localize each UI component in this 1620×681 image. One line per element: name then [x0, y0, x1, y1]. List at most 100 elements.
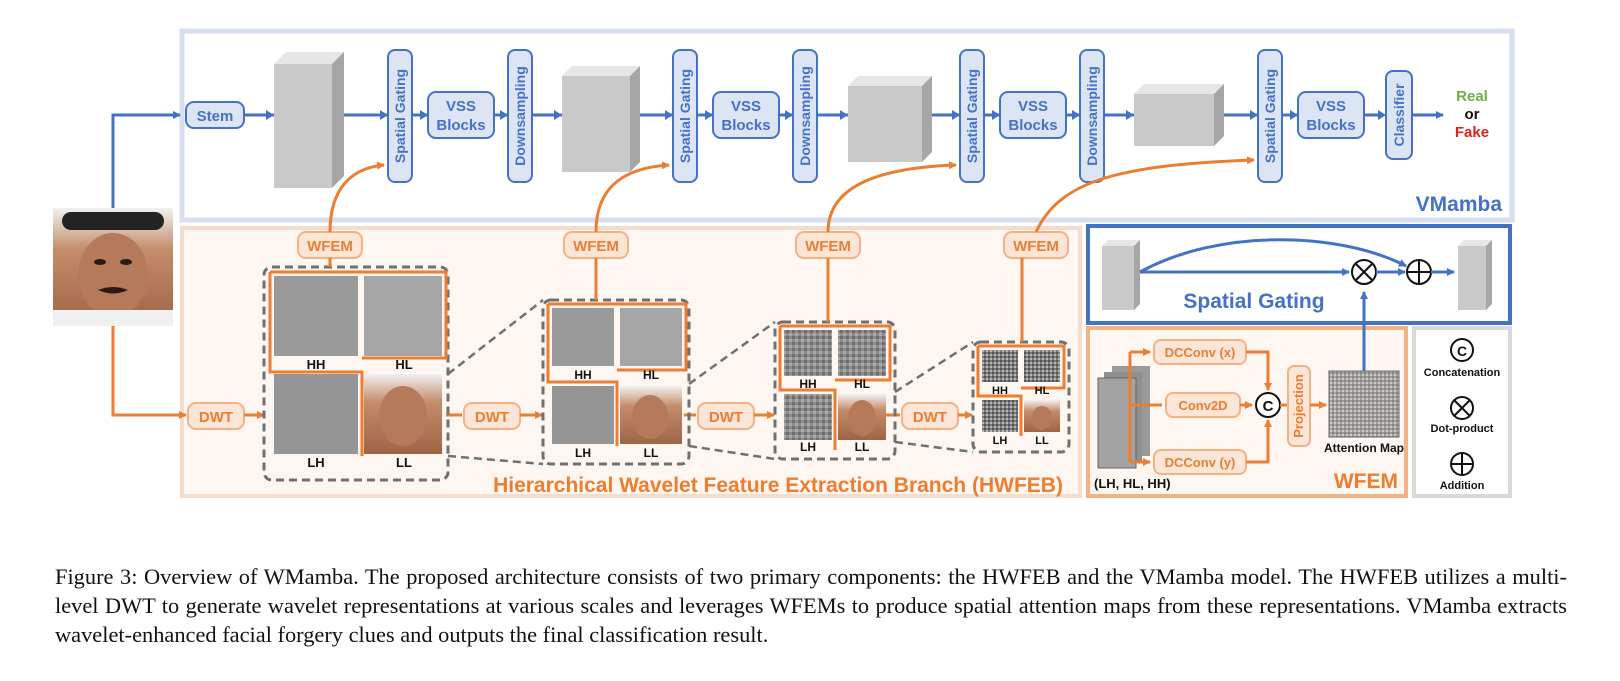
legend-addition: Addition: [1440, 452, 1485, 492]
wfem1-to-gating1-arrow: [328, 165, 384, 267]
legend-concatenation-label: Concatenation: [1424, 367, 1501, 379]
main-line-arrowheads: [266, 110, 1386, 120]
feature-cube-3: [848, 76, 932, 162]
svg-text:Spatial Gating: Spatial Gating: [677, 69, 693, 163]
dwt-box-3: DWT: [697, 402, 755, 430]
wfem-panel-title: WFEM: [1334, 470, 1398, 493]
wfem-input-branch-lines: [1128, 352, 1162, 462]
svg-text:DWT: DWT: [475, 409, 509, 426]
svg-text:LL: LL: [1035, 435, 1049, 447]
svg-text:WFEM: WFEM: [307, 238, 353, 255]
dcconv-x-to-concat: [1246, 350, 1272, 391]
dot-product-icon: [1351, 259, 1377, 285]
legend-dot-product-label: Dot-product: [1431, 423, 1494, 435]
svg-text:DWT: DWT: [709, 409, 743, 426]
legend-concatenation: C Concatenation: [1424, 338, 1501, 379]
svg-text:LL: LL: [396, 455, 412, 470]
svg-text:Blocks: Blocks: [1008, 117, 1057, 134]
vss-blocks-1: VSS Blocks: [427, 91, 495, 139]
input-to-dwt-arrow: [111, 326, 187, 419]
wfem-input-stack: [1097, 366, 1150, 469]
concat-icon: C: [1255, 392, 1281, 418]
vss-blocks-3: VSS Blocks: [999, 91, 1067, 139]
wavelet-level-2: HH HL LH LL: [541, 298, 691, 466]
attention-map-label: Attention Map: [1324, 441, 1404, 455]
svg-text:LH: LH: [993, 435, 1008, 447]
svg-text:HL: HL: [395, 357, 412, 372]
svg-text:LH: LH: [800, 440, 816, 454]
output-or: or: [1465, 106, 1480, 123]
dcconv-y-to-concat: [1246, 419, 1272, 464]
vss-blocks-4: VSS Blocks: [1297, 91, 1365, 139]
dwt-box-4: DWT: [901, 402, 959, 430]
svg-text:DCConv (y): DCConv (y): [1165, 455, 1236, 470]
wfem-input-label: (LH, HL, HH): [1094, 476, 1171, 491]
wfem-tag-4: WFEM: [1003, 231, 1069, 259]
wavelet-level-1: HH HL LH LL: [262, 265, 450, 482]
wfem-tag-3: WFEM: [795, 231, 861, 259]
svg-text:VSS: VSS: [1316, 98, 1346, 115]
svg-text:Spatial Gating: Spatial Gating: [392, 69, 408, 163]
hwfeb-title: Hierarchical Wavelet Feature Extraction …: [493, 474, 1063, 497]
gating-skip-curve: [1139, 238, 1407, 274]
svg-text:DWT: DWT: [913, 409, 947, 426]
svg-text:Spatial Gating: Spatial Gating: [964, 69, 980, 163]
svg-text:HL: HL: [643, 368, 659, 382]
gating-input-slab: [1102, 240, 1140, 310]
svg-text:Blocks: Blocks: [1306, 117, 1355, 134]
svg-text:Spatial Gating: Spatial Gating: [1262, 69, 1278, 163]
downsampling-block-2: Downsampling: [792, 49, 818, 183]
feature-cube-1: [274, 52, 344, 188]
gating-panel: [1086, 224, 1512, 325]
classifier-label: Classifier: [1391, 83, 1407, 147]
spatial-gating-block-4: Spatial Gating: [1257, 49, 1283, 183]
spatial-gating-block-1: Spatial Gating: [387, 49, 413, 183]
projection-box: Projection: [1287, 365, 1311, 447]
architecture-diagram: VMamba Hierarchical Wavelet Feature Extr…: [53, 28, 1515, 498]
zoom-connectors: [447, 299, 974, 466]
dcconv-y-box: DCConv (y): [1153, 449, 1247, 475]
svg-text:LH: LH: [575, 446, 591, 460]
wfem4-to-gating4-arrow: [1020, 160, 1254, 342]
svg-text:Projection: Projection: [1291, 374, 1306, 438]
svg-text:Conv2D: Conv2D: [1178, 398, 1227, 413]
attention-map-image: [1328, 370, 1400, 438]
wfem3-to-gating3-arrow: [826, 165, 956, 322]
output-real: Real: [1456, 88, 1488, 105]
svg-text:VSS: VSS: [731, 98, 761, 115]
dwt-box-2: DWT: [463, 402, 521, 430]
legend-addition-label: Addition: [1440, 480, 1485, 492]
downsampling-block-3: Downsampling: [1079, 49, 1105, 183]
svg-text:Downsampling: Downsampling: [1084, 66, 1100, 166]
feature-cube-2: [562, 66, 640, 172]
figure-caption: Figure 3: Overview of WMamba. The propos…: [55, 564, 1567, 647]
svg-text:WFEM: WFEM: [573, 238, 619, 255]
vss-blocks-2: VSS Blocks: [712, 91, 780, 139]
conv2d-box: Conv2D: [1165, 392, 1241, 418]
svg-text:DCConv (x): DCConv (x): [1165, 345, 1236, 360]
spatial-gating-block-3: Spatial Gating: [959, 49, 985, 183]
svg-text:LL: LL: [855, 440, 870, 454]
svg-text:Downsampling: Downsampling: [797, 66, 813, 166]
legend-dot-product: Dot-product: [1431, 396, 1494, 435]
gating-output-slab: [1458, 240, 1492, 310]
svg-text:WFEM: WFEM: [805, 238, 851, 255]
svg-text:C: C: [1457, 343, 1467, 359]
svg-text:Downsampling: Downsampling: [512, 66, 528, 166]
svg-text:C: C: [1263, 398, 1274, 415]
input-face-image: [53, 208, 173, 326]
svg-text:HH: HH: [574, 368, 591, 382]
wavelet-level-3: HH HL LH LL: [773, 320, 897, 461]
svg-text:LH: LH: [307, 455, 324, 470]
svg-text:HL: HL: [1035, 385, 1050, 397]
vmamba-title: VMamba: [1416, 193, 1503, 216]
svg-text:VSS: VSS: [446, 98, 476, 115]
wfem-tag-1: WFEM: [297, 231, 363, 259]
stem-label: Stem: [197, 108, 234, 125]
svg-text:Blocks: Blocks: [436, 117, 485, 134]
gating-panel-title: Spatial Gating: [1183, 290, 1324, 313]
dcconv-x-box: DCConv (x): [1153, 339, 1247, 365]
downsampling-block-1: Downsampling: [507, 49, 533, 183]
svg-text:VSS: VSS: [1018, 98, 1048, 115]
svg-text:DWT: DWT: [199, 409, 233, 426]
